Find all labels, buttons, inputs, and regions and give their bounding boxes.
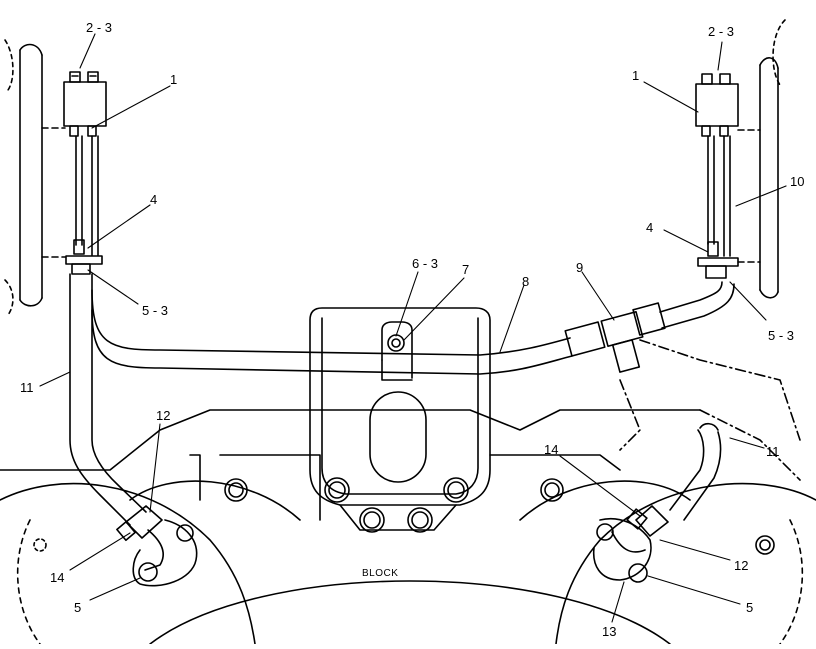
right-elbow-fitting (592, 505, 669, 583)
left-side-panel (4, 39, 66, 316)
callout-right-12: 12 (734, 558, 748, 573)
callout-labels: 2 - 3 2 - 3 1 1 4 4 5 - 3 5 - 3 6 - 3 7 … (20, 20, 804, 639)
callout-13: 13 (602, 624, 616, 639)
left-injector-body (63, 81, 107, 127)
right-side-panel (619, 19, 801, 481)
callout-right-5: 5 (746, 600, 753, 615)
callout-right-5-3: 5 - 3 (768, 328, 794, 343)
left-clamp-plate (65, 255, 103, 265)
callout-left-5: 5 (74, 600, 81, 615)
callout-right-14: 14 (544, 442, 558, 457)
callout-6-3: 6 - 3 (412, 256, 438, 271)
leader-lines (39, 33, 787, 623)
callout-right-2-3: 2 - 3 (708, 24, 734, 39)
callout-8: 8 (522, 274, 529, 289)
engine-block (0, 307, 816, 645)
callout-left-12: 12 (156, 408, 170, 423)
callout-left-14: 14 (50, 570, 64, 585)
callout-left-4: 4 (150, 192, 157, 207)
callout-left-5-3: 5 - 3 (142, 303, 168, 318)
right-clamp-plate (697, 257, 739, 267)
callout-left-2-3: 2 - 3 (86, 20, 112, 35)
right-fitting-nut (705, 265, 727, 279)
callout-right-11: 11 (766, 444, 780, 459)
tube-clip (381, 321, 413, 381)
left-fitting-nut (71, 263, 91, 275)
fuel-lines (69, 273, 735, 526)
callout-right-1: 1 (632, 68, 639, 83)
left-elbow-fitting (116, 505, 198, 587)
left-injector-assembly (63, 71, 107, 275)
callout-10: 10 (790, 174, 804, 189)
callout-left-11: 11 (20, 380, 34, 395)
right-injector-assembly (695, 73, 739, 279)
callout-7: 7 (462, 262, 469, 277)
right-injector-body (695, 83, 739, 127)
callout-right-4: 4 (646, 220, 653, 235)
block-label: BLOCK (362, 568, 398, 579)
callout-left-1: 1 (170, 72, 177, 87)
callout-9: 9 (576, 260, 583, 275)
